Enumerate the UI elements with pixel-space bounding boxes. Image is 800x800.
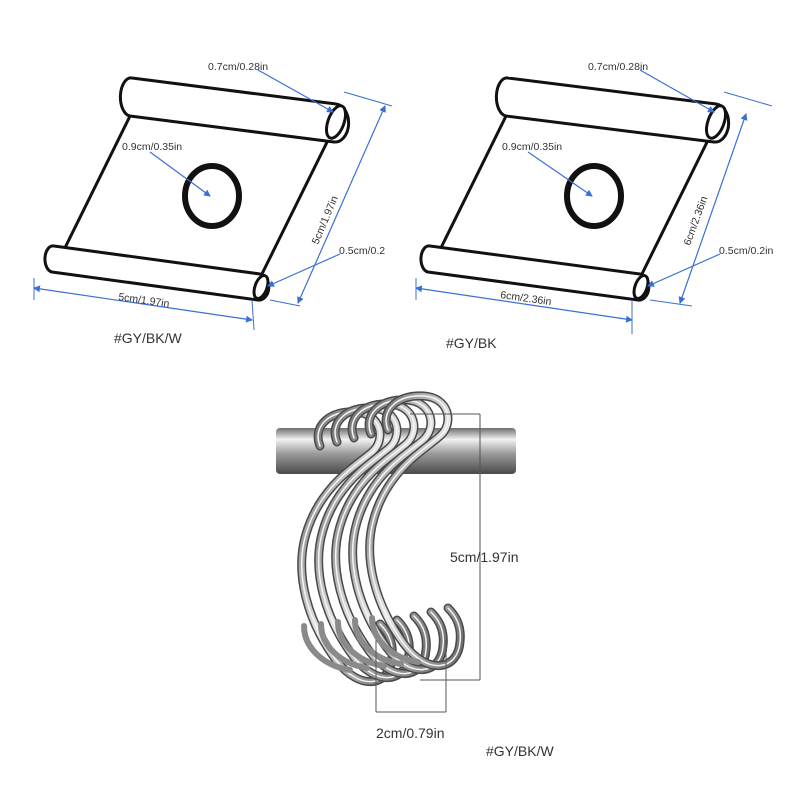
hook-color-code: #GY/BK/W bbox=[486, 743, 554, 759]
plate-right-height-label: 6cm/2.36in bbox=[682, 195, 711, 248]
plate-right-bottom-roll bbox=[419, 244, 651, 302]
plate-right-roll-width-label: 0.5cm/0.2in bbox=[719, 245, 773, 257]
plate-right-hole bbox=[564, 163, 624, 229]
plate-right-color-code: #GY/BK bbox=[446, 335, 497, 351]
plate-left-bottom-roll bbox=[43, 244, 271, 302]
plate-left-edge-thickness-label: 0.7cm/0.28in bbox=[208, 61, 268, 73]
s-hook-tip bbox=[318, 621, 370, 671]
plate-left-hole-label: 0.9cm/0.35in bbox=[122, 141, 182, 153]
plate-left-top-roll bbox=[118, 76, 351, 144]
plate-right-hole-label: 0.9cm/0.35in bbox=[502, 141, 562, 153]
plate-right-width-label: 6cm/2.36in bbox=[500, 289, 553, 308]
plate-left-roll-width-label: 0.5cm/0.2 bbox=[339, 245, 385, 257]
s-hook-group bbox=[297, 391, 465, 686]
s-hook-highlight bbox=[368, 395, 462, 667]
s-hook-tip bbox=[369, 615, 421, 665]
s-hook bbox=[365, 391, 465, 670]
plate-left: 0.7cm/0.28in 0.9cm/0.35in 5cm/1.97in 0.5… bbox=[33, 61, 393, 346]
plate-left-bottom-roll-end bbox=[252, 274, 270, 300]
plate-left-color-code: #GY/BK/W bbox=[114, 330, 182, 346]
plate-right-top-roll bbox=[494, 76, 731, 144]
s-hooks-photo: 5cm/1.97in 2cm/0.79in #GY/BK/W bbox=[276, 391, 554, 759]
plate-right: 0.7cm/0.28in 0.9cm/0.35in 6cm/2.36in 0.5… bbox=[415, 61, 773, 351]
plate-left-height-label: 5cm/1.97in bbox=[310, 194, 341, 246]
s-hook-tip bbox=[301, 623, 353, 673]
s-hook-tip bbox=[352, 617, 404, 667]
plate-right-edge-thickness-label: 0.7cm/0.28in bbox=[588, 61, 648, 73]
s-hook-tip bbox=[335, 619, 387, 669]
hook-width-label: 2cm/0.79in bbox=[376, 725, 444, 741]
hook-height-label: 5cm/1.97in bbox=[450, 549, 518, 565]
plate-right-bottom-roll-end bbox=[632, 274, 650, 300]
plate-left-hole bbox=[182, 163, 242, 229]
plate-left-width-label: 5cm/1.97in bbox=[118, 291, 171, 310]
